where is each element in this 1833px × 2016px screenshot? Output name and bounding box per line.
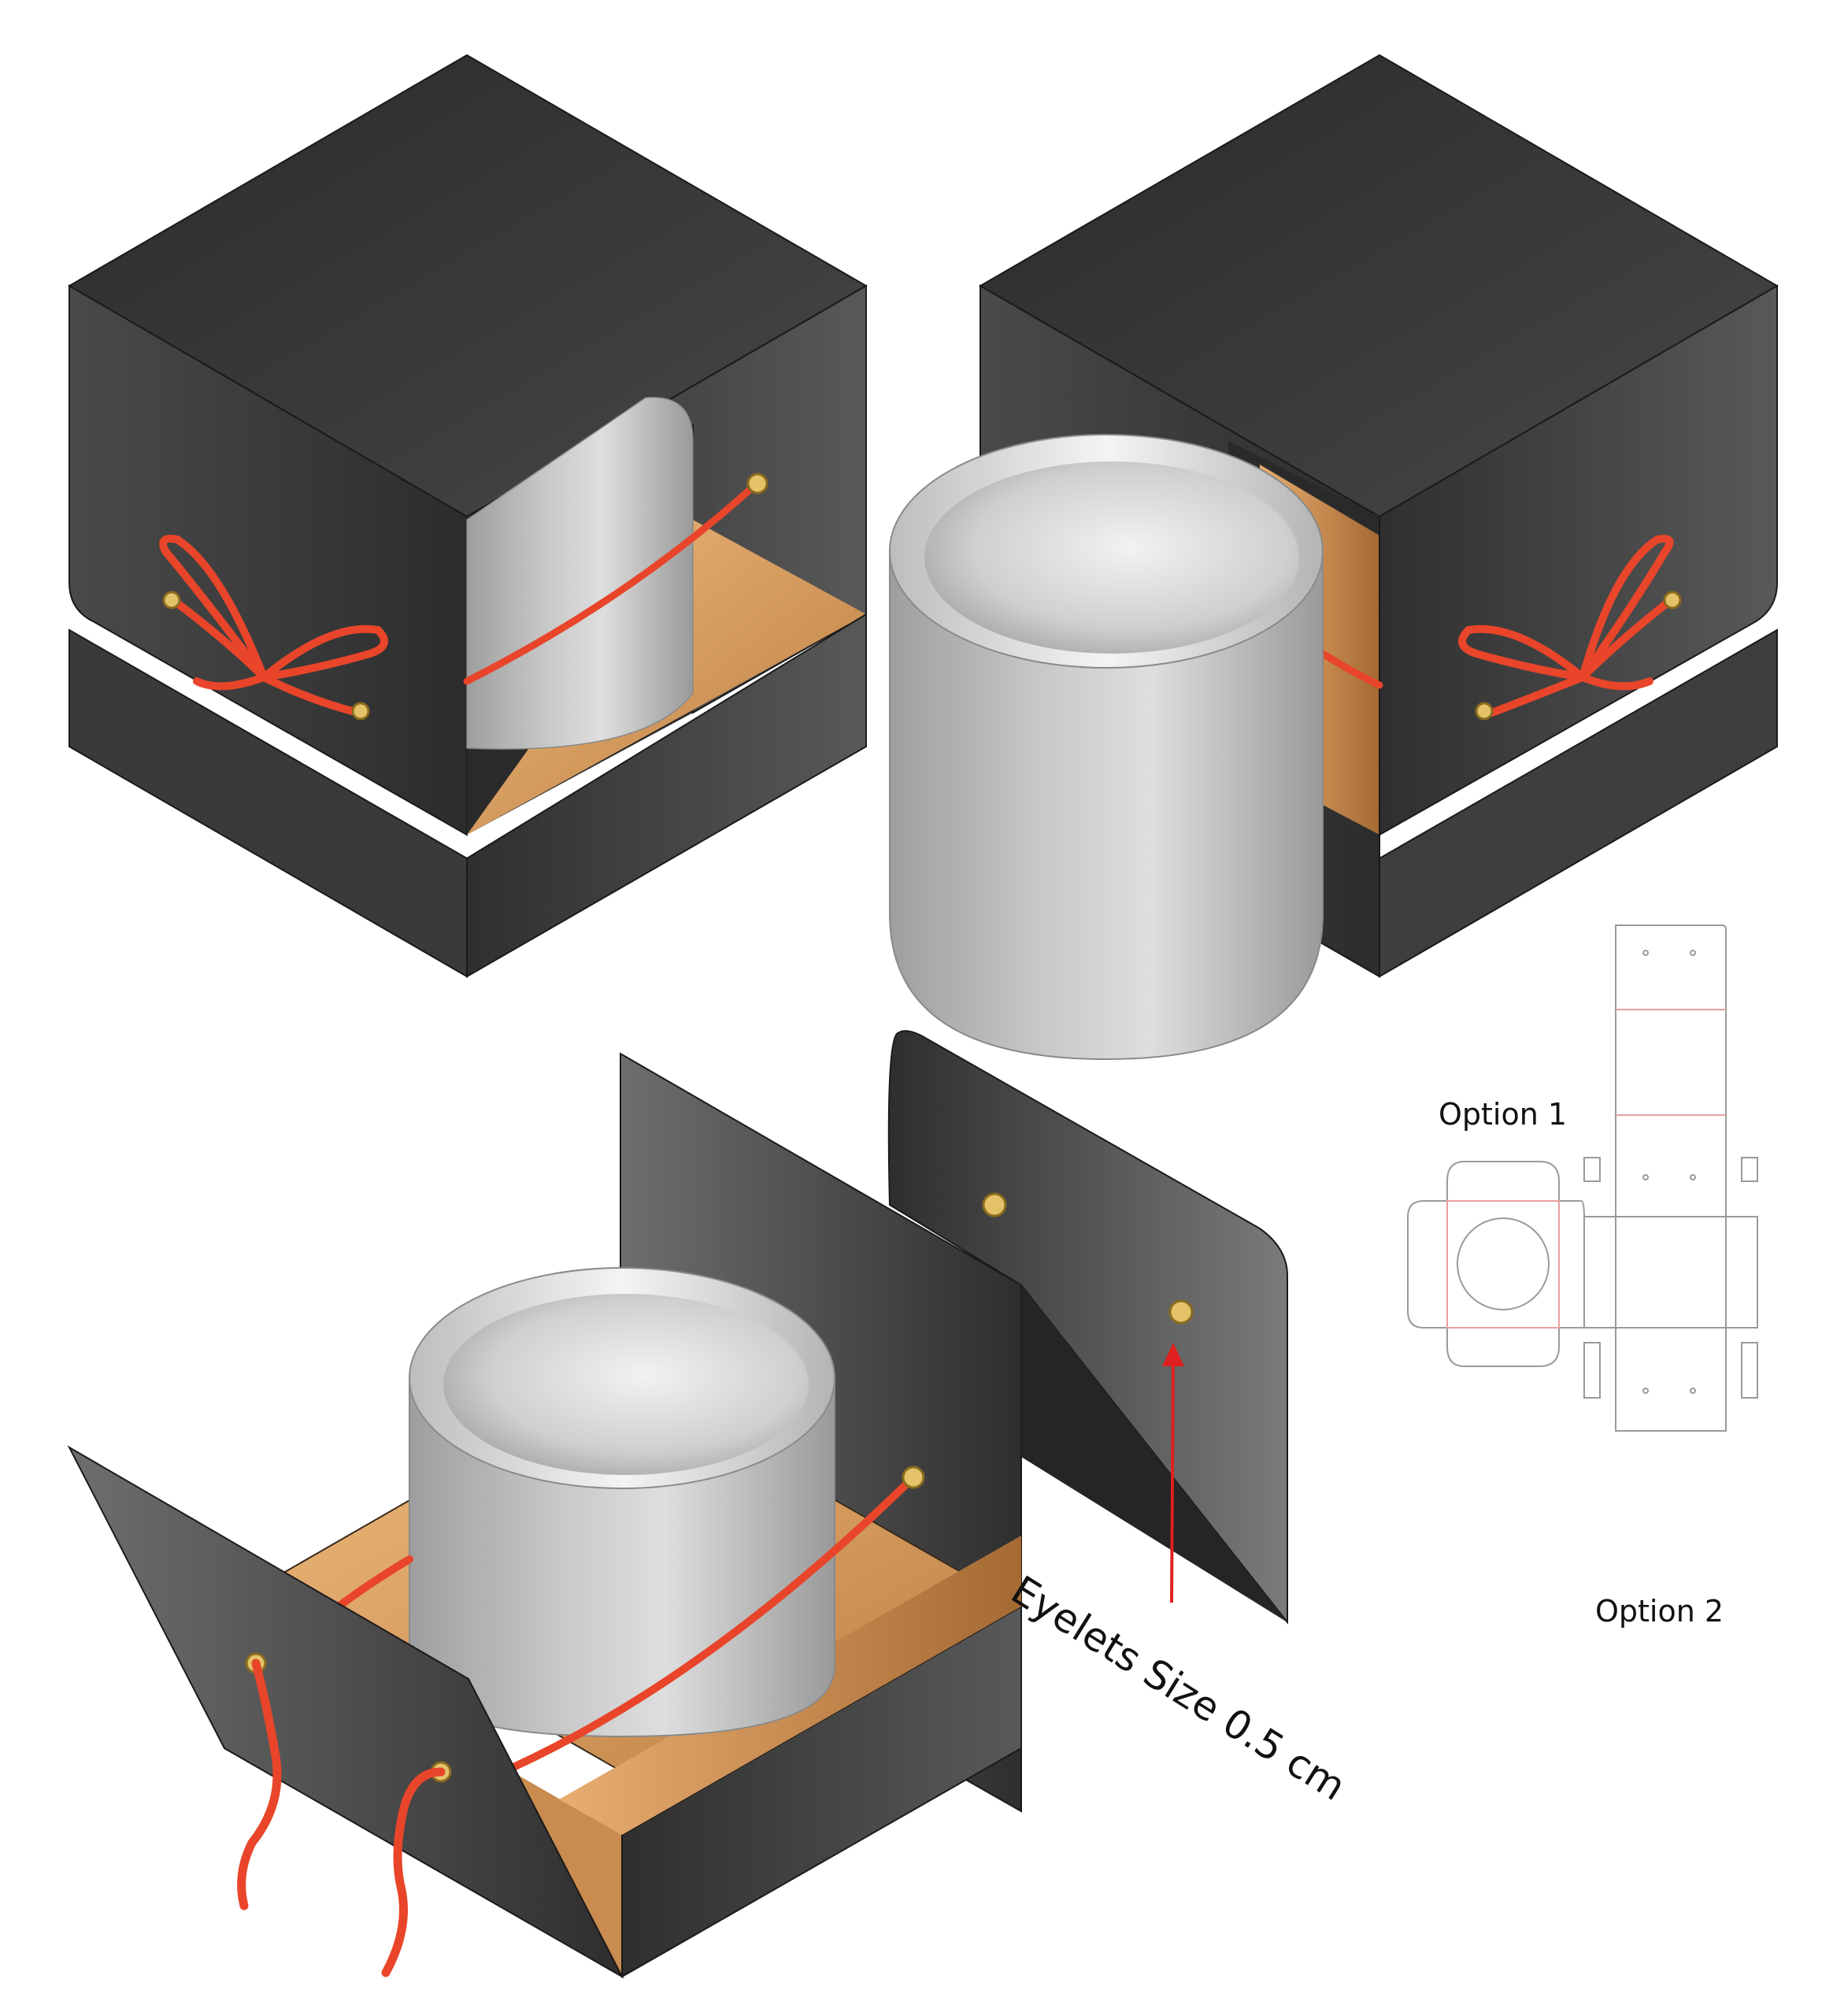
box1-mug-body bbox=[466, 396, 694, 750]
back-flap-right bbox=[887, 1030, 1288, 1625]
ribbon-tail-left bbox=[237, 1658, 282, 1910]
eyelet-icon bbox=[162, 591, 181, 610]
mug-interior bbox=[924, 461, 1299, 654]
eyelet-icon bbox=[746, 472, 768, 495]
box2-ribbon-inner bbox=[1319, 650, 1383, 689]
mug-body bbox=[889, 550, 1324, 1061]
arrow-icon bbox=[1162, 1343, 1184, 1603]
eyelet-icon bbox=[1475, 702, 1494, 721]
ribbon-bow-icon bbox=[159, 535, 388, 717]
option-2-label: Option 2 bbox=[1595, 1594, 1724, 1629]
box1-ribbon-inner bbox=[463, 480, 760, 685]
eyelet-icon bbox=[1663, 591, 1682, 610]
mug-standalone bbox=[889, 434, 1324, 1061]
box1-left-face bbox=[69, 284, 468, 836]
mug-in-tray-interior bbox=[443, 1294, 809, 1475]
box2-right-base bbox=[1379, 628, 1778, 978]
eyelet-icon bbox=[902, 1466, 925, 1489]
eyelet-icon bbox=[982, 1192, 1007, 1217]
ribbon-left-stub bbox=[335, 1555, 413, 1610]
dieline-option-1 bbox=[1407, 925, 1758, 1432]
box2-right-face bbox=[1379, 284, 1778, 836]
tray-right-side bbox=[621, 1605, 1022, 1978]
front-flap bbox=[67, 1445, 624, 1979]
ribbon-across bbox=[508, 1475, 916, 1772]
box1-right-base bbox=[466, 613, 867, 978]
ribbon-tail-right bbox=[381, 1767, 446, 1977]
back-flap-right-lower bbox=[1021, 1285, 1287, 1622]
box-open-bottom bbox=[67, 1030, 1288, 1979]
option-1-label: Option 1 bbox=[1439, 1097, 1568, 1132]
eyelet-icon bbox=[351, 702, 370, 721]
eyelet-icon bbox=[1168, 1299, 1194, 1325]
box-closed-left bbox=[68, 54, 868, 978]
ribbon-bow-icon bbox=[1458, 535, 1675, 717]
